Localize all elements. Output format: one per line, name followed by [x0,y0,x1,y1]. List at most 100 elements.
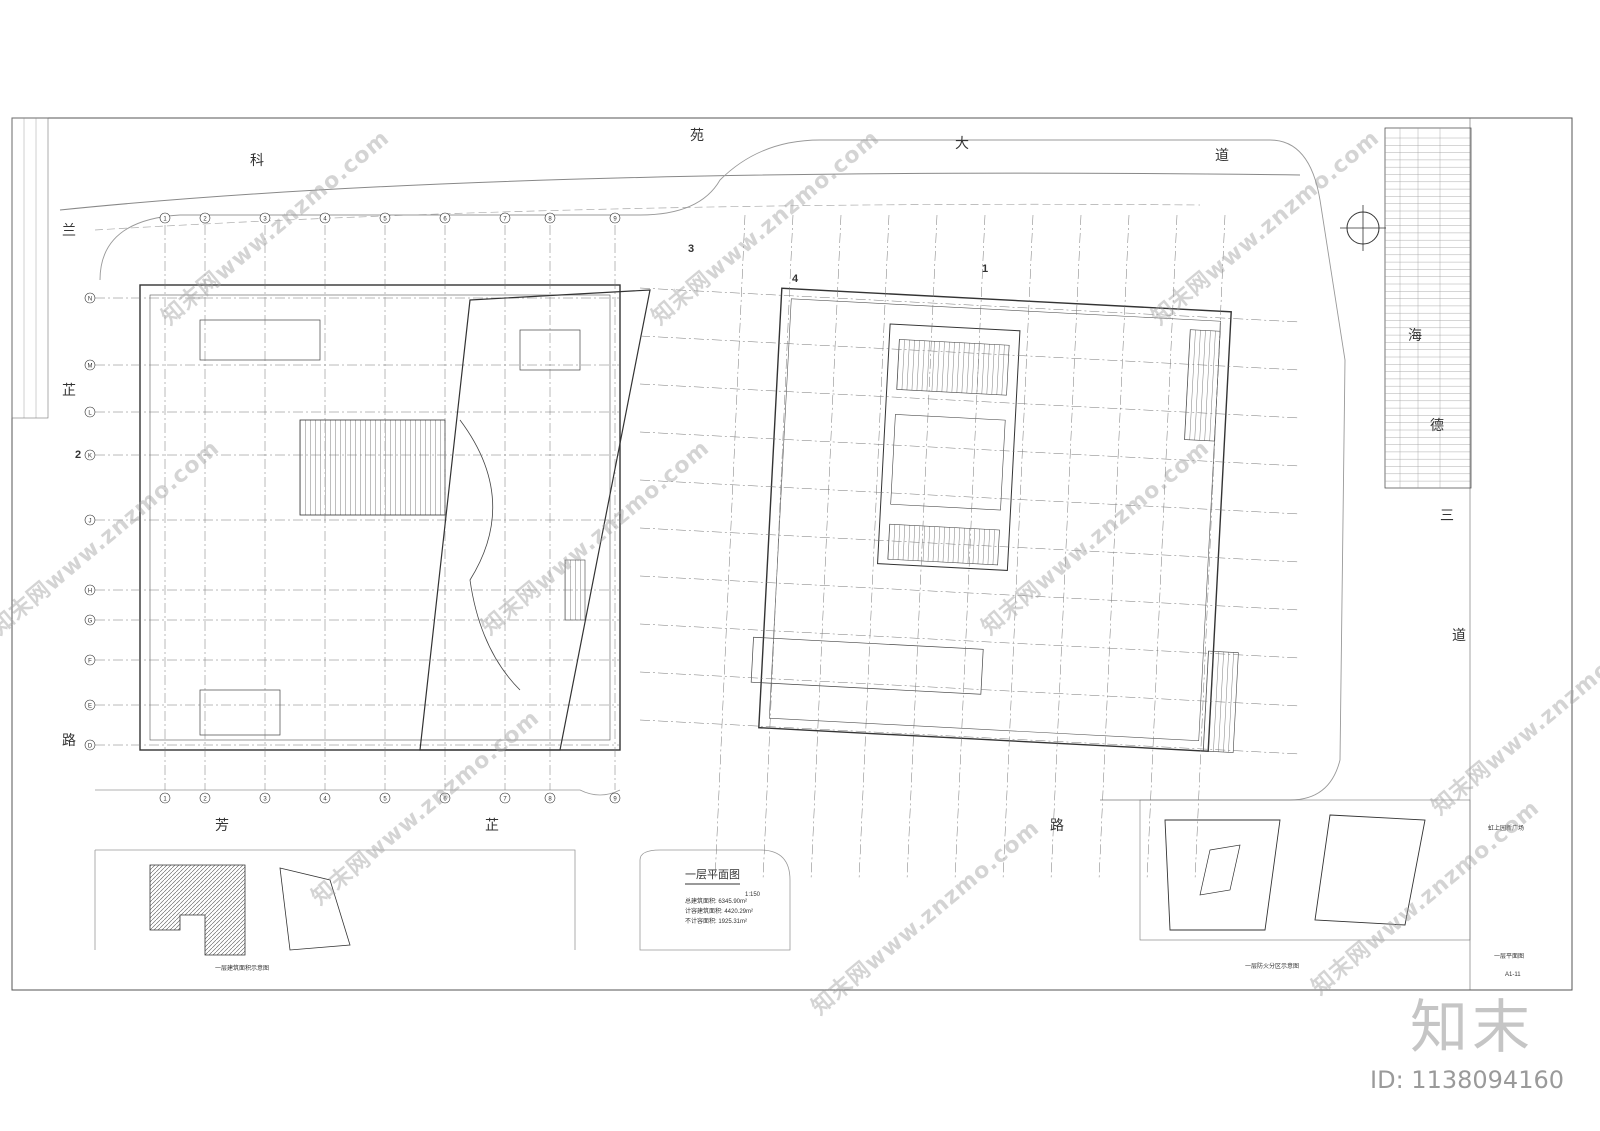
grid-bubble-label: 2 [203,797,207,803]
project-name: 虹上园新广场 [1488,824,1524,832]
grid-bubble-label: 7 [503,797,507,803]
sheet-border [11,117,1573,991]
grid-bubble-label: 7 [503,217,507,223]
grid-bubble [199,792,211,804]
road-label-right-2: 德 [1430,417,1444,433]
grid-bubble-label: 2 [203,217,207,223]
road-label-left-bottom: 路 [62,732,76,748]
grid-bubble [84,739,96,751]
grid-bubble-label: 1 [163,797,167,803]
north-arrow-icon [1340,205,1386,251]
grid-bubble [84,359,96,371]
grid-bubble [84,654,96,666]
sheet-title: 一层平面图 [1494,953,1524,960]
grid-line [954,214,986,881]
title-strip [11,117,49,419]
road-top-inner [94,203,1201,231]
right-table [1384,127,1472,489]
grid-bubble [84,449,96,461]
road-label-bottom-mid: 芷 [485,817,499,833]
grid-bubble-label: 6 [443,217,447,223]
road-label-bottom-left: 芳 [215,817,229,833]
area-line-3: 不计容面积: 1925.31m² [685,917,747,925]
inset-right: 一层防火分区示意图 [1139,799,1471,970]
grid-bubble [609,792,621,804]
road-label-top-right: 大 [955,135,969,151]
grid-bubble-label: J [89,519,92,525]
section-mark-3: 3 [688,243,694,255]
inset-left-caption: 一层建筑面积示意图 [215,964,269,972]
grid-bubble [544,792,556,804]
grid-bubble [499,792,511,804]
grid-bubble-label: 9 [613,797,617,803]
area-line-2: 计容建筑面积: 4420.29m² [685,907,753,915]
table-rows [1385,128,1471,488]
grid-bubble-label: 1 [163,217,167,223]
grid-bubble [609,212,621,224]
inset-left: 一层建筑面积示意图 [149,864,351,972]
grid-bubble [84,514,96,526]
road-label-top-mid: 苑 [690,127,704,143]
grid-bubble [259,792,271,804]
road-label-top-left: 科 [250,152,264,168]
grid-bubble [84,614,96,626]
left-building [139,284,621,751]
grid-bubble [439,792,451,804]
drawing-title: 一层平面图 [685,868,740,881]
watermark-brand: 知末 [1409,993,1534,1061]
road-bottom [95,789,621,796]
area-line-1: 总建筑面积: 6345.90m² [685,897,747,905]
grid-bubble-label: 4 [323,217,327,223]
right-building [750,287,1239,753]
grid-line [1050,214,1082,881]
grid-bubble-label: 3 [263,217,267,223]
road-label-right-1: 海 [1408,327,1422,343]
grid-line [1194,214,1226,881]
grid-bubble [84,406,96,418]
grid-bubble [159,792,171,804]
right-grid-lines [639,214,1301,881]
grid-line [858,214,890,881]
grid-bubble [199,212,211,224]
grid-line [639,719,1301,755]
grid-bubble-label: E [88,704,92,710]
grid-line [810,214,842,881]
grid-line [639,431,1301,467]
road-label-left-top: 兰 [62,222,76,238]
grid-bubble [499,212,511,224]
grid-bubble [159,212,171,224]
grid-line [639,383,1301,419]
grid-line [639,479,1301,515]
grid-bubble-label: D [88,744,93,750]
grid-bubble-label: 3 [263,797,267,803]
grid-bubble-label: 4 [323,797,327,803]
grid-bubble [379,212,391,224]
grid-line [639,335,1301,371]
grid-bubble-label: 9 [613,217,617,223]
grid-bubble-label: 8 [548,217,552,223]
grid-bubble-label: N [88,297,92,303]
grid-line [639,623,1301,659]
road-label-left-mid: 芷 [62,382,76,398]
grid-bubble [439,212,451,224]
grid-line [639,527,1301,563]
grid-line [714,214,746,881]
grid-line [762,214,794,881]
section-mark-2: 2 [75,449,81,461]
road-top [59,172,1301,211]
grid-bubble-label: H [88,589,92,595]
grid-bubble [84,292,96,304]
site-boundary [99,139,1346,801]
left-grid-lines [95,225,620,790]
grid-bubble-label: M [88,364,93,370]
grid-bubble-label: 8 [548,797,552,803]
grid-line [639,671,1301,707]
road-label-top-far: 道 [1215,147,1229,163]
grid-line [1098,214,1130,881]
grid-line [639,287,1301,323]
section-mark-4: 4 [792,273,799,285]
sheet-number: A1-11 [1505,972,1521,978]
